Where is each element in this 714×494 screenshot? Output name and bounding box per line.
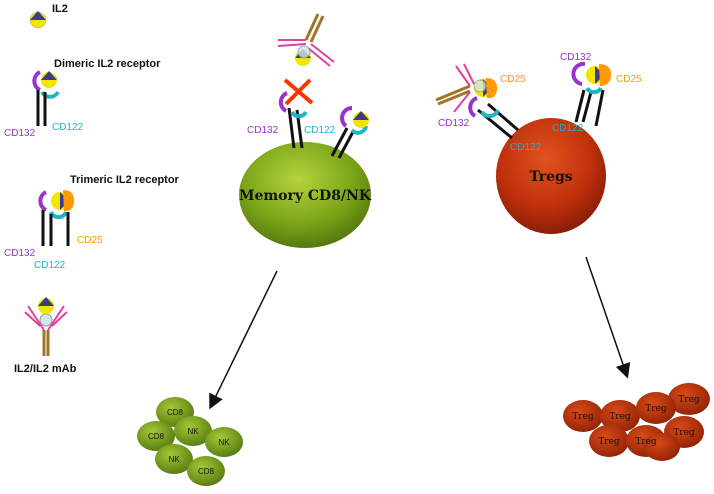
progeny-cell	[205, 427, 243, 457]
memory-cd8-nk-cell	[239, 142, 371, 248]
progeny-cell	[137, 421, 175, 451]
memory-progeny-cluster: CD8 CD8 NK NK NK CD8	[137, 397, 243, 486]
tregs-cell-label: Tregs	[529, 169, 572, 185]
memory-cell-label: Memory CD8/NK	[239, 188, 372, 204]
il2-mab-legend-label: IL2/IL2 mAb	[14, 363, 77, 375]
progeny-label: Treg	[598, 437, 620, 447]
progeny-cell	[644, 433, 680, 461]
memory-il2-mab-complex	[277, 13, 335, 67]
progeny-cell	[589, 425, 629, 457]
progeny-cell	[600, 400, 640, 432]
trimeric-cd122-label: CD122	[34, 260, 66, 271]
dimeric-cd122-label: CD122	[52, 122, 84, 133]
progeny-label: Treg	[572, 412, 594, 422]
trimeric-receptor-title: Trimeric IL2 receptor	[70, 174, 180, 186]
progeny-label: NK	[168, 455, 180, 464]
treg-progeny-cluster: Treg Treg Treg Treg Treg Treg Treg	[563, 383, 710, 461]
il2-legend-icon	[29, 11, 47, 29]
dimeric-receptor-title: Dimeric IL2 receptor	[54, 58, 161, 70]
progeny-cell	[187, 456, 225, 486]
progeny-label: Treg	[678, 395, 700, 405]
treg-expansion-arrow	[585, 256, 631, 379]
block-x-icon	[283, 78, 314, 106]
progeny-cell	[636, 392, 676, 424]
memory-cd122-label: CD122	[304, 125, 336, 136]
treg-complex-receptor	[435, 63, 519, 140]
memory-bound-receptor	[330, 106, 369, 159]
dimeric-receptor-icon	[32, 70, 60, 126]
progeny-label: NK	[187, 427, 199, 436]
treg-left-cd25-label: CD25	[500, 74, 526, 85]
progeny-label: Treg	[673, 428, 695, 438]
il2-legend-label: IL2	[52, 3, 68, 15]
treg-bound-receptor	[571, 61, 612, 127]
progeny-label: Treg	[645, 404, 667, 414]
treg-right-cd122-label: CD122	[552, 123, 584, 134]
treg-right-cd25-label: CD25	[616, 74, 642, 85]
trimeric-cd25-label: CD25	[77, 235, 103, 246]
trimeric-receptor-icon	[38, 190, 75, 246]
memory-expansion-arrow	[209, 270, 278, 410]
progeny-cell	[668, 383, 710, 415]
progeny-label: CD8	[148, 432, 165, 441]
progeny-label: CD8	[167, 408, 184, 417]
il2-mab-complex-icon	[24, 297, 68, 356]
progeny-label: Treg	[635, 437, 657, 447]
progeny-cell	[155, 444, 193, 474]
progeny-label: CD8	[198, 467, 215, 476]
progeny-cell	[563, 400, 603, 432]
progeny-cell	[174, 416, 212, 446]
trimeric-cd132-label: CD132	[4, 248, 36, 259]
tregs-cell	[496, 118, 606, 234]
dimeric-cd132-label: CD132	[4, 128, 36, 139]
treg-left-cd132-label: CD132	[438, 118, 470, 129]
progeny-label: NK	[218, 438, 230, 447]
progeny-label: Treg	[609, 412, 631, 422]
treg-right-cd132-label: CD132	[560, 52, 592, 63]
treg-left-cd122-label: CD122	[510, 142, 542, 153]
memory-blocked-receptor	[278, 91, 308, 149]
memory-cd132-label: CD132	[247, 125, 279, 136]
